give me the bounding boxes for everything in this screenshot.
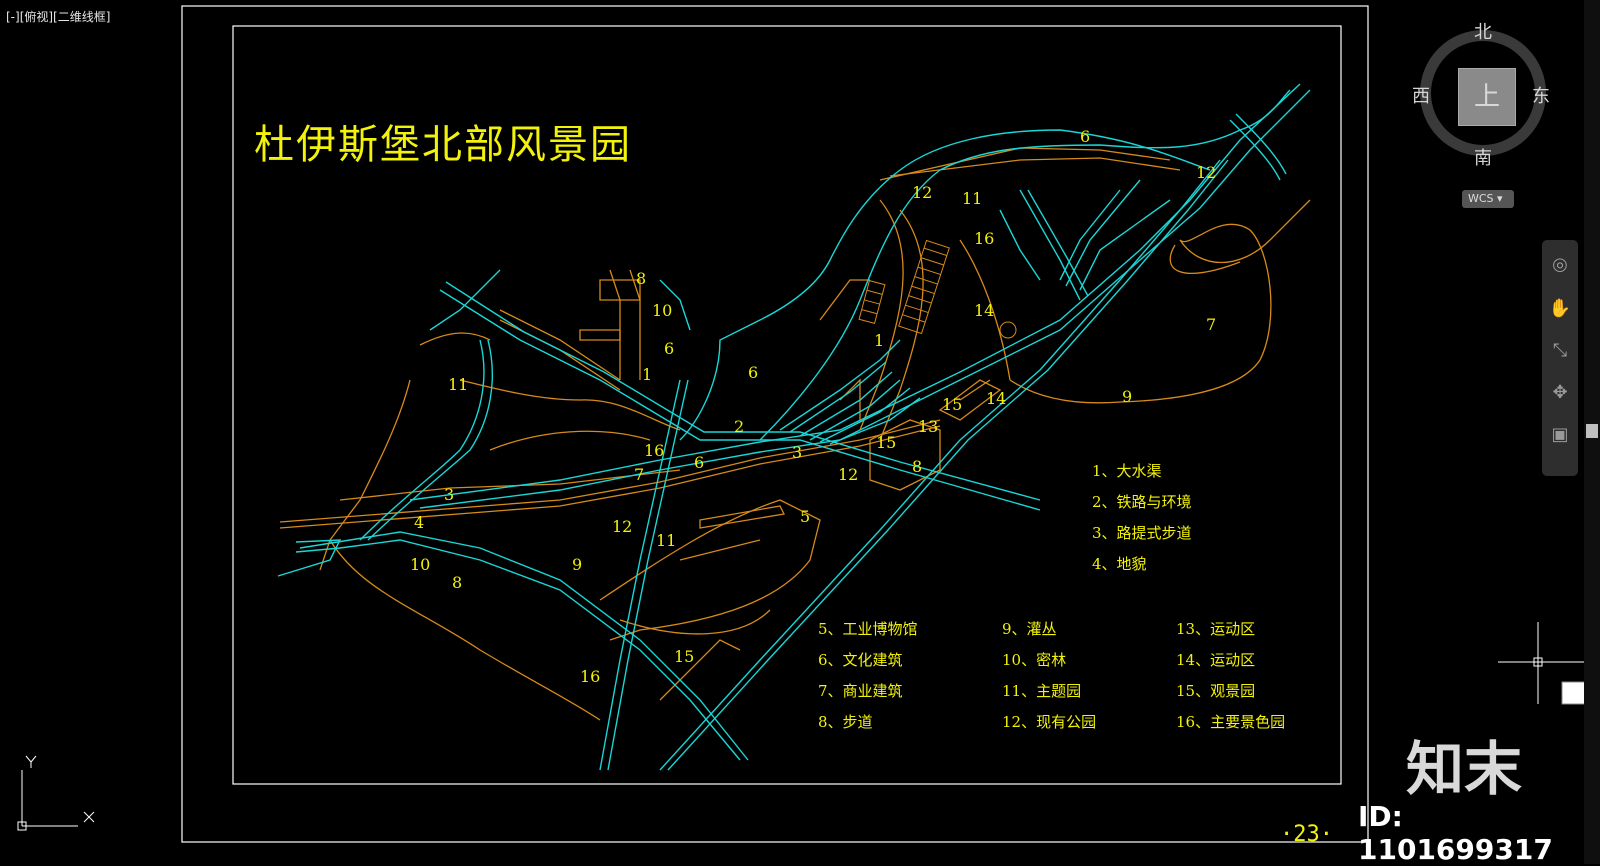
legend-item: 14、运动区 (1176, 651, 1256, 669)
legend-item: 6、文化建筑 (818, 651, 903, 669)
watermark-id: ID: 1101699317 (1358, 800, 1553, 866)
legend-item: 12、现有公园 (1002, 713, 1097, 731)
zone-label: 1 (642, 365, 652, 384)
zone-label: 6 (664, 339, 674, 358)
zone-label: 16 (644, 441, 664, 460)
sheet-outer-frame (181, 5, 1369, 843)
zone-label: 2 (734, 417, 744, 436)
zone-label: 8 (636, 269, 646, 288)
navigation-bar[interactable]: ◎ ✋ ⤡ ✥ ▣ (1542, 240, 1578, 476)
legend-item: 8、步道 (818, 713, 873, 731)
legend-item: 9、灌丛 (1002, 620, 1057, 638)
zone-label: 12 (1196, 163, 1216, 182)
zone-label: 11 (962, 189, 982, 208)
zone-label: 5 (800, 507, 810, 526)
sheet-inner-frame (232, 25, 1342, 785)
zone-label: 12 (612, 517, 632, 536)
zone-label: 3 (792, 443, 802, 462)
zone-label: 12 (912, 183, 932, 202)
legend-item: 13、运动区 (1176, 620, 1256, 638)
zone-label: 11 (448, 375, 468, 394)
viewcube[interactable]: 上 北 南 西 东 (1412, 22, 1556, 169)
orange-linework (279, 147, 1311, 721)
zone-number-labels: 6 12 12 11 16 14 7 9 14 15 13 15 1 8 10 … (410, 127, 1216, 686)
showmotion-icon[interactable]: ▣ (1551, 424, 1569, 445)
legend-item: 11、主题园 (1002, 682, 1082, 700)
legend-item: 1、大水渠 (1092, 462, 1162, 480)
legend-item: 2、铁路与环境 (1092, 493, 1192, 511)
viewcube-north[interactable]: 北 (1474, 22, 1492, 43)
zone-label: 4 (414, 513, 424, 532)
zoom-icon[interactable]: ⤡ (1552, 340, 1568, 361)
zone-label: 9 (1122, 387, 1132, 406)
legend-item: 5、工业博物馆 (818, 620, 918, 638)
zone-label: 3 (444, 485, 454, 504)
orbit-icon[interactable]: ✥ (1552, 382, 1568, 403)
zone-label: 8 (912, 457, 922, 476)
legend-item: 15、观景园 (1176, 682, 1256, 700)
viewcube-west[interactable]: 西 (1412, 86, 1430, 107)
viewcube-top-face[interactable]: 上 (1458, 68, 1516, 126)
wcs-menu-button[interactable]: WCS ▾ (1462, 190, 1514, 208)
legend-item: 7、商业建筑 (818, 682, 903, 700)
zone-label: 6 (748, 363, 758, 382)
zone-label: 10 (652, 301, 672, 320)
zone-label: 14 (986, 389, 1006, 408)
zone-label: 11 (656, 531, 676, 550)
zone-label: 7 (1206, 315, 1216, 334)
legend-item: 16、主要景色园 (1176, 713, 1286, 731)
viewcube-south[interactable]: 南 (1474, 148, 1492, 169)
viewport-controls-label[interactable]: [-][俯视][二维线框] (6, 10, 111, 24)
zone-label: 15 (942, 395, 962, 414)
drawing-title: 杜伊斯堡北部风景园 (254, 122, 632, 168)
viewcube-east[interactable]: 东 (1532, 86, 1550, 107)
zone-label: 15 (876, 433, 896, 452)
zone-label: 16 (580, 667, 600, 686)
zone-label: 12 (838, 465, 858, 484)
zone-label: 10 (410, 555, 430, 574)
zone-label: 13 (918, 417, 938, 436)
hatched-buildings (858, 239, 1017, 339)
zone-label: 6 (1080, 127, 1090, 146)
steering-wheel-icon[interactable]: ◎ (1552, 254, 1568, 275)
vertical-scrollbar[interactable] (1584, 0, 1600, 864)
pan-icon[interactable]: ✋ (1548, 298, 1572, 319)
zone-label: 14 (974, 301, 994, 320)
legend-item: 10、密林 (1002, 651, 1067, 669)
zone-label: 7 (634, 465, 644, 484)
page-number: ·23· (1280, 822, 1333, 847)
zone-label: 9 (572, 555, 582, 574)
zone-label: 6 (694, 453, 704, 472)
crosshair-cursor (1498, 622, 1584, 705)
viewcube-compass-ring[interactable] (1420, 30, 1546, 156)
zone-label: 16 (974, 229, 994, 248)
zone-label: 15 (674, 647, 694, 666)
zone-label: 1 (874, 331, 884, 350)
watermark-logo: 知末 (1406, 735, 1523, 803)
cyan-linework (277, 83, 1311, 771)
legend-item: 3、路提式步道 (1092, 524, 1192, 542)
zone-label: 8 (452, 573, 462, 592)
legend-item: 4、地貌 (1092, 555, 1147, 573)
scrollbar-thumb[interactable] (1586, 424, 1598, 438)
ucs-icon (17, 755, 95, 831)
